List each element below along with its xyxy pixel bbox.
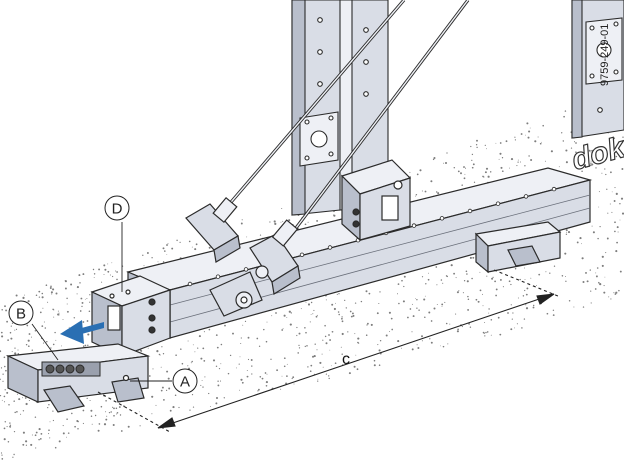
foot-unit-rear [474, 221, 562, 274]
svg-text:D: D [112, 201, 123, 218]
brace-clamp-upper [185, 196, 241, 263]
dimension-label-c: c [342, 351, 350, 368]
callout-d: D [104, 195, 130, 221]
drawing-code: 9759-249-01 [599, 24, 611, 86]
svg-text:B: B [16, 306, 26, 323]
end-bracket-d [90, 275, 172, 357]
foot-unit-a [5, 343, 151, 413]
dimension-line-c [97, 269, 559, 433]
svg-text:A: A [180, 374, 190, 391]
brace-clamp-lower [209, 219, 301, 317]
callout-leaders [31, 222, 172, 382]
callout-b: B [8, 300, 34, 326]
brace-rods [224, 0, 470, 229]
frame-column-left [291, 0, 389, 216]
beam-bracket [340, 159, 412, 242]
callout-a: A [172, 368, 198, 394]
frame-column-right [571, 0, 624, 139]
clamp-b [41, 361, 101, 377]
slide-direction-arrow [60, 320, 104, 344]
